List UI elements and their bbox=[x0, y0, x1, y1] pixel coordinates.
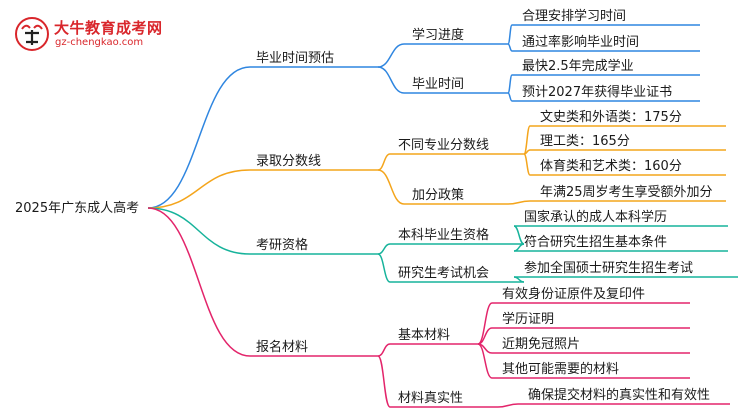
leaf-label: 有效身份证原件及复印件 bbox=[502, 286, 645, 302]
leaf-label: 体育类和艺术类：160分 bbox=[540, 158, 682, 174]
sub-branch-label: 学习进度 bbox=[412, 27, 464, 43]
sub-branch-label: 本科毕业生资格 bbox=[398, 227, 489, 243]
leaf-connector bbox=[507, 24, 513, 45]
branch-label: 考研资格 bbox=[256, 237, 308, 253]
leaf-label: 学历证明 bbox=[502, 311, 554, 327]
sub-branch-label: 材料真实性 bbox=[398, 391, 463, 406]
sub-branch-label: 基本材料 bbox=[398, 328, 450, 343]
site-logo[interactable]: 大牛教育成考网 gz-chengkao.com bbox=[14, 16, 162, 54]
sub-branch-label: 研究生考试机会 bbox=[398, 266, 489, 281]
logo-name: 大牛教育成考网 bbox=[54, 19, 163, 37]
leaf-label: 参加全国硕士研究生招生考试 bbox=[524, 260, 693, 276]
leaf-connector bbox=[513, 225, 525, 245]
leaf-label: 年满25周岁考生享受额外加分 bbox=[540, 184, 713, 200]
sub-branch-connector bbox=[377, 253, 391, 283]
branch-connector bbox=[147, 66, 251, 209]
leaf-label: 确保提交材料的真实性和有效性 bbox=[528, 387, 710, 403]
leaf-connector bbox=[513, 243, 525, 252]
sub-branch-label: 毕业时间 bbox=[412, 77, 464, 92]
sub-branch-connector bbox=[377, 43, 405, 68]
leaf-label: 文史类和外语类：175分 bbox=[540, 110, 682, 125]
branch-label: 录取分数线 bbox=[256, 154, 321, 169]
sub-branch-connector bbox=[377, 66, 405, 94]
leaf-label: 最快2.5年完成学业 bbox=[522, 58, 634, 74]
bull-logo-icon bbox=[15, 17, 49, 51]
root-node: 2025年广东成人高考 bbox=[15, 200, 139, 216]
leaf-connector bbox=[477, 343, 493, 379]
leaf-connector bbox=[523, 153, 531, 176]
leaf-label: 其他可能需要的材料 bbox=[502, 361, 619, 377]
leaf-connector bbox=[497, 403, 519, 408]
leaf-label: 通过率影响毕业时间 bbox=[522, 34, 639, 50]
sub-branch-connector bbox=[377, 153, 391, 171]
leaf-label: 理工类：165分 bbox=[540, 134, 630, 149]
branch-connector bbox=[147, 169, 251, 209]
branch-connector bbox=[147, 207, 251, 357]
sub-branch-connector bbox=[377, 169, 405, 205]
sub-branch-connector bbox=[377, 343, 391, 357]
sub-branch-connector bbox=[377, 243, 391, 255]
leaf-label: 符合研究生招生基本条件 bbox=[524, 234, 667, 250]
sub-branch-connector bbox=[377, 355, 391, 408]
branch-connector bbox=[147, 207, 251, 255]
sub-branch-label: 不同专业分数线 bbox=[398, 138, 489, 153]
sub-branch-label: 加分政策 bbox=[412, 187, 464, 203]
leaf-connector bbox=[477, 302, 493, 345]
leaf-label: 预计2027年获得毕业证书 bbox=[522, 84, 672, 100]
leaf-connector bbox=[507, 200, 531, 205]
branch-label: 毕业时间预估 bbox=[256, 51, 334, 66]
leaf-connector bbox=[507, 74, 513, 94]
leaf-label: 合理安排学习时间 bbox=[522, 8, 626, 24]
leaf-label: 近期免冠照片 bbox=[502, 337, 580, 352]
leaf-connector bbox=[507, 43, 513, 52]
logo-url: gz-chengkao.com bbox=[55, 37, 144, 48]
branch-label: 报名材料 bbox=[256, 339, 308, 355]
leaf-connector bbox=[507, 92, 513, 102]
leaf-label: 国家承认的成人本科学历 bbox=[524, 209, 667, 225]
